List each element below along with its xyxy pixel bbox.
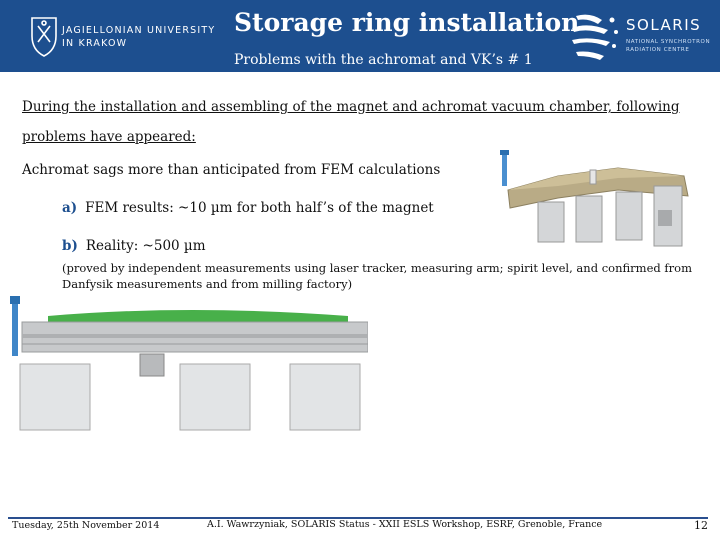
footer-presenter: A.I. Wawrzyniak, SOLARIS Status - XXII E… xyxy=(207,519,603,530)
slide-title: Storage ring installation xyxy=(234,8,580,37)
footer-date: Tuesday, 25th November 2014 xyxy=(12,520,160,531)
bullet-marker: a) xyxy=(62,200,78,216)
bullet-reality: b) Reality: ~500 µm xyxy=(62,238,206,254)
bullet-marker: b) xyxy=(62,238,78,254)
header-bar: JAGIELLONIAN UNIVERSITY IN KRAKOW Storag… xyxy=(0,0,720,72)
university-name: JAGIELLONIAN UNIVERSITY IN KRAKOW xyxy=(62,25,216,49)
measurement-note: (proved by independent measurements usin… xyxy=(62,261,692,291)
jagiellonian-university-logo xyxy=(31,17,57,57)
solaris-logo-icon xyxy=(572,14,618,60)
achromat-photo-side xyxy=(10,296,368,431)
sag-statement: Achromat sags more than anticipated from… xyxy=(22,162,441,178)
intro-paragraph: During the installation and assembling o… xyxy=(22,99,680,145)
slide-subtitle: Problems with the achromat and VK’s # 1 xyxy=(234,52,533,68)
achromat-photo-top xyxy=(500,150,689,247)
bullet-text: Reality: ~500 µm xyxy=(85,238,206,254)
bullet-fem: a) FEM results: ~10 µm for both half’s of… xyxy=(62,200,434,216)
page-number: 12 xyxy=(694,519,708,532)
solaris-name: SOLARIS xyxy=(626,16,702,34)
bullet-text: FEM results: ~10 µm for both half’s of t… xyxy=(85,200,434,216)
footer-divider xyxy=(8,517,708,519)
solaris-subtitle: NATIONAL SYNCHROTRON RADIATION CENTRE xyxy=(626,39,711,53)
